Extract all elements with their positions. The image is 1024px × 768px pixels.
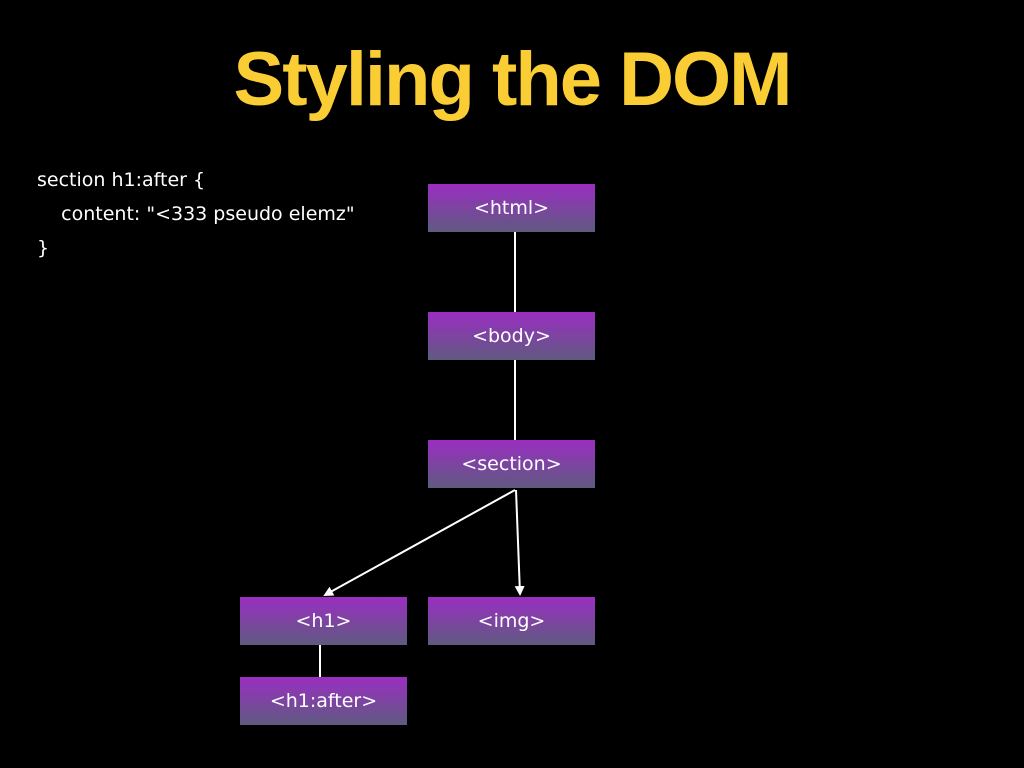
arrow-section-h1	[323, 489, 516, 596]
node-section: <section>	[428, 440, 595, 488]
node-img: <img>	[428, 597, 595, 645]
code-line: content: "<333 pseudo elemz"	[37, 203, 355, 225]
code-snippet: section h1:after { content: "<333 pseudo…	[37, 163, 355, 265]
node-html: <html>	[428, 184, 595, 232]
node-body: <body>	[428, 312, 595, 360]
code-line: }	[37, 237, 50, 259]
node-h1-after: <h1:after>	[240, 677, 407, 725]
node-h1: <h1>	[240, 597, 407, 645]
arrow-section-img	[514, 489, 525, 596]
slide-title: Styling the DOM	[233, 37, 793, 122]
code-line: section h1:after {	[37, 169, 206, 191]
